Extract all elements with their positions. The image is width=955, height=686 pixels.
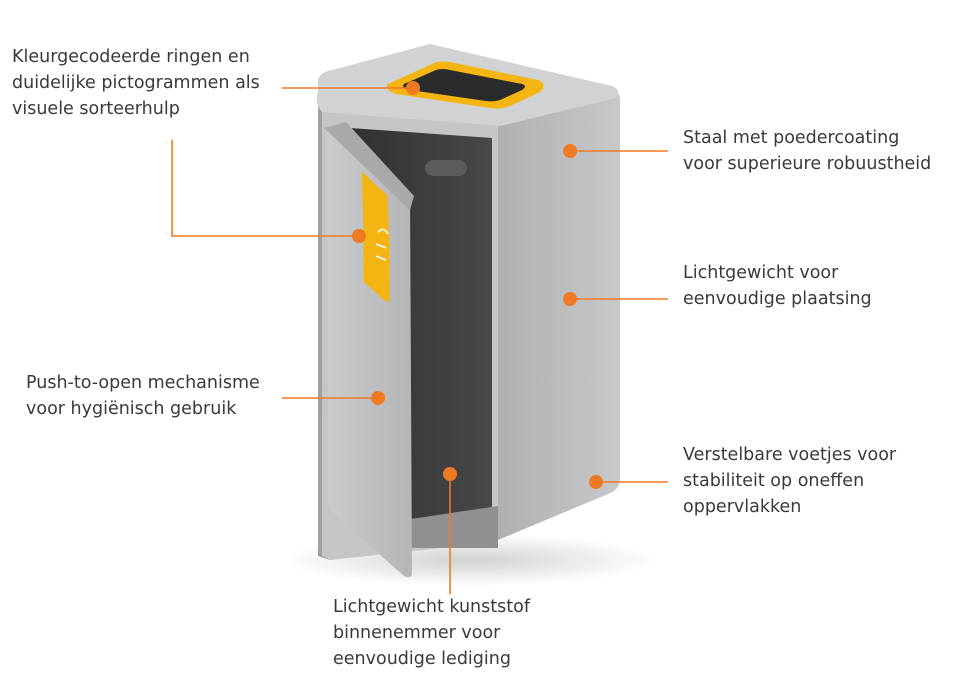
ring-opening xyxy=(402,69,525,102)
recycle-pictogram-icon xyxy=(375,228,389,261)
callout-inner-bucket: Lichtgewicht kunststof binnenemmer voor … xyxy=(333,597,530,669)
dot-color-rings xyxy=(406,81,420,95)
dot-inner-bucket xyxy=(443,467,457,481)
door-top-edge xyxy=(324,122,414,210)
dot-push-open xyxy=(371,391,385,405)
leader-pictogram xyxy=(171,140,358,237)
callout-lightweight: Lichtgewicht voor eenvoudige plaatsing xyxy=(683,263,872,309)
dot-steel xyxy=(563,144,577,158)
bin-right-panel xyxy=(498,91,620,541)
dot-feet xyxy=(589,475,603,489)
bucket-handle-slot xyxy=(425,160,467,176)
waste-bin xyxy=(316,44,620,578)
dot-lightweight xyxy=(563,292,577,306)
callout-push-open: Push-to-open mechanisme voor hygiënisch … xyxy=(26,373,260,419)
dot-pictogram xyxy=(352,229,366,243)
bin-open-door xyxy=(326,130,412,578)
callout-color-rings: Kleurgecodeerde ringen en duidelijke pic… xyxy=(12,47,260,119)
callout-feet: Verstelbare voetjes voor stabiliteit op … xyxy=(683,445,897,517)
callout-steel: Staal met poedercoating voor superieure … xyxy=(683,128,932,174)
pictogram-strip xyxy=(362,172,390,302)
bin-plinth xyxy=(404,506,498,548)
